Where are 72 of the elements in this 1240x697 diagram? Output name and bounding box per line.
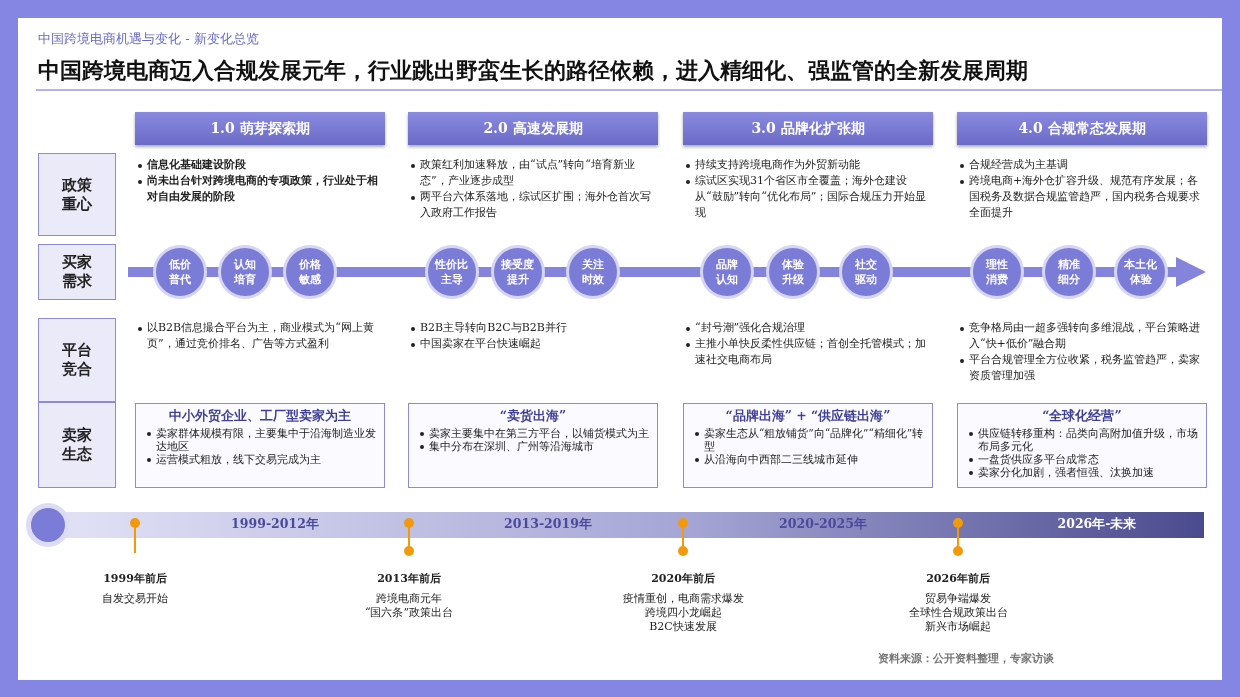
milestone-text: 贸易争端爆发 <box>924 592 992 606</box>
box-heading: “卖货出海” <box>498 408 568 425</box>
row-label-box: 卖家生态 <box>38 402 116 488</box>
bullet-text: 中国卖家在平台快速崛起 <box>420 337 541 350</box>
demand-circle: 理性消费 <box>970 245 1024 299</box>
bullet-text: 合规经营成为主基调 <box>969 158 1068 171</box>
box-heading: 中小外贸企业、工厂型卖家为主 <box>168 408 352 425</box>
milestone-text: B2C快速发展 <box>648 620 718 634</box>
period-label: 2020-2025年 <box>778 516 868 533</box>
source-note: 资料来源：公开资料整理，专家访谈 <box>878 651 1054 666</box>
bullet-text: B2B主导转向B2C与B2B并行 <box>420 321 567 334</box>
period-label: 2013-2019年 <box>503 516 593 533</box>
demand-circle: 社交驱动 <box>839 245 893 299</box>
breadcrumb-text: 中国跨境电商机遇与变化 - 新变化总览 <box>38 30 259 48</box>
bullet-text: 主推小单快反柔性供应链；首创全托管模式；加速社交电商布局 <box>695 337 926 366</box>
bullet-text: 平台合规管理全方位收紧，税务监管趋严，卖家资质管理加强 <box>969 353 1200 382</box>
box-heading: “全球化经营” <box>1041 408 1123 425</box>
demand-circle: 本土化体验 <box>1114 245 1168 299</box>
milestone-text: “国六条”政策出台 <box>363 606 455 620</box>
phase-header: 1.0 萌芽探索期 <box>135 112 385 145</box>
bullet-text: 以B2B信息撮合平台为主，商业模式为“网上黄页”，通过竞价排名、广告等方式盈利 <box>147 321 374 350</box>
bullet-text: “封号潮”强化合规治理 <box>695 321 806 334</box>
bullet-text: 集中分布在深圳、广州等沿海城市 <box>429 440 594 452</box>
seller-box <box>957 403 1207 488</box>
milestone-text: 跨境电商元年 <box>375 592 443 606</box>
milestone-text: 全球性合规政策出台 <box>907 606 1009 620</box>
period-label: 1999-2012年 <box>230 516 320 533</box>
phase-header: 3.0 品牌化扩张期 <box>683 112 933 145</box>
bullet-text: 卖家群体规模有限，主要集中于沿海制造业发达地区 <box>156 427 376 452</box>
milestone-text: 新兴市场崛起 <box>924 620 992 634</box>
demand-circle: 精准细分 <box>1042 245 1096 299</box>
demand-circle: 低价普代 <box>153 245 207 299</box>
demand-circle: 性价比主导 <box>425 245 479 299</box>
bullet-text: 政策红利加速释放，由“试点”转向“培育新业态”，产业逐步成型 <box>420 158 635 187</box>
row-label-box: 平台竞合 <box>38 318 116 402</box>
milestone-text: 疫情重创，电商需求爆发 <box>621 592 745 606</box>
page-title: 中国跨境电商迈入合规发展元年，行业跳出野蛮生长的路径依赖，进入精细化、强监管的全新发展周期 <box>38 56 1028 85</box>
bullet-text: 尚未出台针对跨境电商的专项政策，行业处于相对自由发展的阶段 <box>147 174 378 203</box>
seller-box <box>135 403 385 488</box>
demand-circle: 体验升级 <box>766 245 820 299</box>
demand-circle: 价格敏感 <box>283 245 337 299</box>
demand-circle: 接受度提升 <box>491 245 545 299</box>
demand-circle: 品牌认知 <box>700 245 754 299</box>
milestone-heading: 2026年前后 <box>925 572 991 586</box>
bullet-text: 从沿海向中西部二三线城市延伸 <box>704 453 858 465</box>
milestone-text: 跨境四小龙崛起 <box>643 606 723 620</box>
row-label-box: 买家需求 <box>38 244 116 300</box>
bullet-text: 一盘货供应多平台成常态 <box>978 453 1099 465</box>
box-heading: “品牌出海” + “供应链出海” <box>724 408 892 425</box>
phase-header: 2.0 高速发展期 <box>408 112 658 145</box>
bullet-text: 卖家分化加剧，强者恒强、汰换加速 <box>978 466 1154 478</box>
period-label: 2026年-未来 <box>1056 516 1138 533</box>
phase-header: 4.0 合规常态发展期 <box>957 112 1207 145</box>
demand-circle: 认知培育 <box>218 245 272 299</box>
milestone-text: 自发交易开始 <box>101 592 169 606</box>
row-label-box: 政策重心 <box>38 153 116 236</box>
bullet-text: 持续支持跨境电商作为外贸新动能 <box>695 158 860 171</box>
bullet-text: 竞争格局由一超多强转向多维混战，平台策略进入“快+低价”融合期 <box>969 321 1200 350</box>
bullet-text: 信息化基础建设阶段 <box>147 158 246 171</box>
demand-circle: 关注时效 <box>566 245 620 299</box>
bullet-text: 综试区实现31个省区市全覆盖；海外仓建设从“鼓励”转向“优化布局”；国际合规压力开始显现 <box>695 174 927 219</box>
milestone-heading: 2013年前后 <box>376 572 442 586</box>
seller-box <box>683 403 933 488</box>
bullet-text: 卖家生态从“粗放铺货”向“品牌化”“精细化”转型 <box>704 427 924 452</box>
bullet-text: 运营模式粗放，线下交易完成为主 <box>156 453 321 465</box>
milestone-heading: 1999年前后 <box>102 572 168 586</box>
bullet-text: 跨境电商+海外仓扩容升级、规范有序发展；各国税务及数据合规监管趋严，国内税务合规要求全面提升 <box>969 174 1200 219</box>
seller-box <box>408 403 658 488</box>
bullet-text: 卖家主要集中在第三方平台，以铺货模式为主 <box>429 427 649 439</box>
bullet-text: 两平台六体系落地，综试区扩围；海外仓首次写入政府工作报告 <box>420 190 651 219</box>
bullet-text: 供应链转移重构：品类向高附加值升级，市场布局多元化 <box>978 427 1198 452</box>
milestone-heading: 2020年前后 <box>650 572 716 586</box>
